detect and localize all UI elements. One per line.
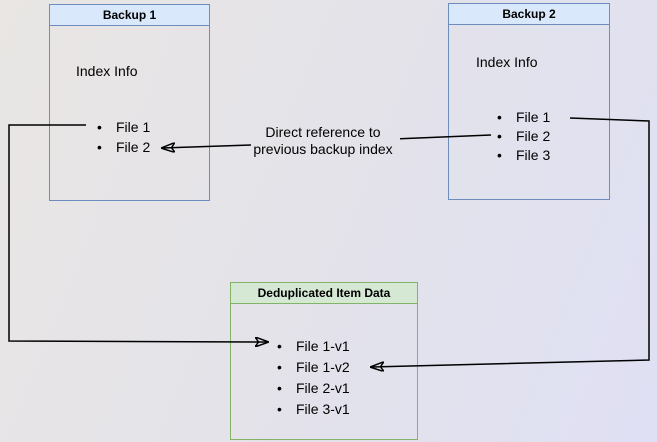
backup2-index-info-label: Index Info (476, 54, 538, 70)
direct-reference-line2: previous backup index (253, 141, 393, 157)
backup2-title: Backup 2 (502, 7, 556, 21)
bullet-icon (276, 359, 296, 375)
backup2-file-item: File 1 (496, 107, 550, 126)
backup2-file-list: File 1 File 2 File 3 (496, 107, 550, 164)
dedup-file-label: File 1-v2 (296, 358, 350, 375)
backup1-index-info-label: Index Info (76, 63, 138, 79)
bullet-icon (96, 139, 116, 155)
bullet-icon (496, 147, 516, 163)
direct-reference-line1: Direct reference to (265, 124, 381, 140)
backup1-title: Backup 1 (102, 8, 157, 22)
dedup-box: Deduplicated Item Data File 1-v1 File 1-… (230, 282, 418, 440)
bullet-icon (496, 109, 516, 125)
direct-reference-label: Direct reference to previous backup inde… (238, 124, 408, 158)
dedup-file-item: File 2-v1 (276, 377, 350, 398)
backup2-box: Backup 2 Index Info File 1 File 2 File 3 (448, 3, 610, 200)
dedup-file-list: File 1-v1 File 1-v2 File 2-v1 File 3-v1 (276, 335, 350, 419)
backup2-file-label: File 1 (516, 108, 551, 125)
bullet-icon (496, 128, 516, 144)
backup1-file-item: File 2 (96, 137, 150, 157)
dedup-file-label: File 1-v1 (296, 337, 350, 354)
backup1-file-item: File 1 (96, 117, 150, 137)
dedup-title: Deduplicated Item Data (257, 286, 391, 300)
dedup-header: Deduplicated Item Data (231, 283, 417, 304)
backup2-file-item: File 3 (496, 145, 550, 164)
backup2-header: Backup 2 (449, 4, 609, 25)
bullet-icon (96, 119, 116, 135)
backup1-file-label: File 1 (116, 119, 151, 135)
bullet-icon (276, 380, 296, 396)
dedup-file-label: File 3-v1 (296, 400, 350, 417)
backup2-file-item: File 2 (496, 126, 550, 145)
bullet-icon (276, 401, 296, 417)
backup1-box: Backup 1 Index Info File 1 File 2 (49, 4, 210, 201)
dedup-file-item: File 3-v1 (276, 398, 350, 419)
backup1-file-label: File 2 (116, 139, 151, 155)
dedup-file-item: File 1-v1 (276, 335, 350, 356)
backup1-file-list: File 1 File 2 (96, 117, 150, 157)
backup2-file-label: File 3 (516, 146, 551, 163)
backup2-file-label: File 2 (516, 127, 551, 144)
dedup-file-label: File 2-v1 (296, 379, 350, 396)
backup1-header: Backup 1 (50, 5, 209, 26)
dedup-file-item: File 1-v2 (276, 356, 350, 377)
bullet-icon (276, 338, 296, 354)
